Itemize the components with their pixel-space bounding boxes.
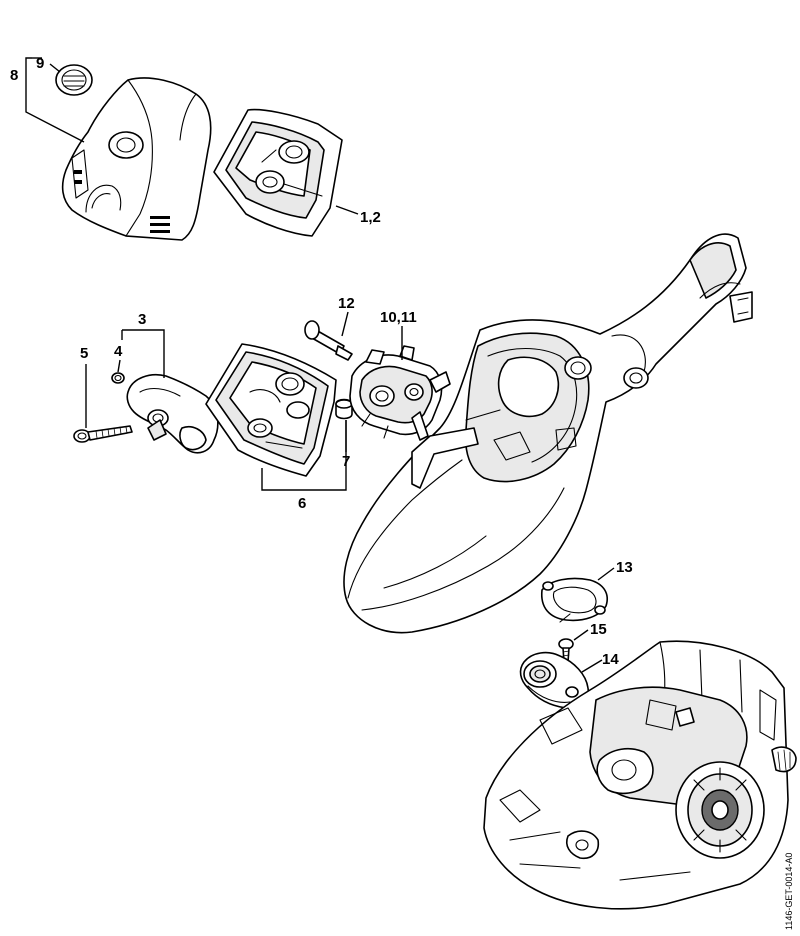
carburetor-part <box>349 345 451 441</box>
callout-1-2: 1,2 <box>360 209 381 226</box>
intake-elbow-part <box>126 374 219 454</box>
callout-5: 5 <box>80 345 88 362</box>
callout-3: 3 <box>138 311 146 328</box>
callout-14: 14 <box>602 651 619 668</box>
callout-15: 15 <box>590 621 607 638</box>
callout-4: 4 <box>114 343 123 360</box>
base-plate-part <box>205 343 337 477</box>
tube-part <box>304 320 353 361</box>
flange-part <box>519 651 590 709</box>
cap-part <box>55 64 93 96</box>
callout-labels: 8 9 1,2 3 4 5 6 7 10,11 12 13 14 15 <box>10 55 633 668</box>
leader-lines <box>25 57 615 673</box>
callout-9: 9 <box>36 55 44 72</box>
callout-8: 8 <box>10 67 18 84</box>
callout-6: 6 <box>298 495 306 512</box>
o-ring-part <box>111 372 125 384</box>
shroud-part <box>61 77 212 241</box>
handle-housing-part <box>343 233 753 634</box>
screw-part <box>73 425 133 443</box>
callout-12: 12 <box>338 295 355 312</box>
engine-housing-part <box>483 640 797 910</box>
air-filter-part <box>213 108 343 237</box>
gasket-part <box>541 577 608 623</box>
callout-10-11: 10,11 <box>380 309 417 326</box>
callout-7: 7 <box>342 453 350 470</box>
bushing-part <box>335 398 353 420</box>
drawing-code: 1146-GET-0014-A0 <box>784 853 794 930</box>
callout-13: 13 <box>616 559 633 576</box>
